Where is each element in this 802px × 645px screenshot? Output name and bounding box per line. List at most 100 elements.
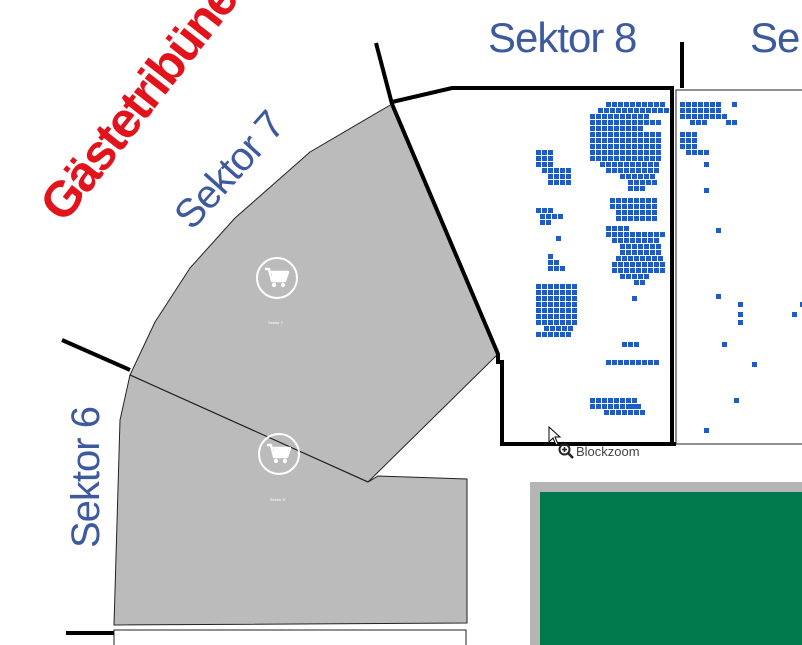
seat[interactable] (704, 114, 709, 119)
seat[interactable] (608, 404, 613, 409)
seat[interactable] (638, 174, 643, 179)
seat[interactable] (618, 238, 623, 243)
seat[interactable] (752, 362, 757, 367)
seat[interactable] (606, 226, 611, 231)
seat[interactable] (644, 174, 649, 179)
seat[interactable] (566, 302, 571, 307)
seat[interactable] (632, 150, 637, 155)
seat[interactable] (640, 198, 645, 203)
seat[interactable] (546, 214, 551, 219)
seat[interactable] (596, 398, 601, 403)
seat[interactable] (562, 326, 567, 331)
seat[interactable] (646, 108, 651, 113)
seat[interactable] (626, 138, 631, 143)
seat[interactable] (640, 204, 645, 209)
seat[interactable] (722, 114, 727, 119)
seat[interactable] (616, 410, 621, 415)
seat[interactable] (616, 216, 621, 221)
seat[interactable] (554, 290, 559, 295)
seat[interactable] (656, 156, 661, 161)
seat[interactable] (608, 156, 613, 161)
seat[interactable] (622, 204, 627, 209)
seat[interactable] (606, 232, 611, 237)
seat[interactable] (648, 168, 653, 173)
seat[interactable] (566, 174, 571, 179)
seat[interactable] (618, 168, 623, 173)
seat[interactable] (618, 262, 623, 267)
seat[interactable] (646, 210, 651, 215)
seat[interactable] (654, 268, 659, 273)
seat[interactable] (554, 260, 559, 265)
seat[interactable] (628, 410, 633, 415)
seat[interactable] (634, 280, 639, 285)
seat[interactable] (686, 132, 691, 137)
seat[interactable] (686, 150, 691, 155)
seat[interactable] (596, 114, 601, 119)
seat[interactable] (554, 320, 559, 325)
seat[interactable] (626, 156, 631, 161)
seat[interactable] (652, 198, 657, 203)
seat[interactable] (656, 150, 661, 155)
seat[interactable] (646, 204, 651, 209)
seat[interactable] (590, 120, 595, 125)
seat[interactable] (650, 120, 655, 125)
seat[interactable] (536, 208, 541, 213)
seat[interactable] (626, 398, 631, 403)
seat[interactable] (614, 398, 619, 403)
seat[interactable] (590, 132, 595, 137)
seat[interactable] (554, 168, 559, 173)
seat[interactable] (536, 302, 541, 307)
seat[interactable] (734, 398, 739, 403)
seat[interactable] (620, 114, 625, 119)
seat[interactable] (704, 188, 709, 193)
seat[interactable] (650, 132, 655, 137)
seat[interactable] (566, 296, 571, 301)
seat[interactable] (590, 114, 595, 119)
seat[interactable] (634, 216, 639, 221)
seat[interactable] (636, 262, 641, 267)
seat[interactable] (620, 132, 625, 137)
seat[interactable] (604, 108, 609, 113)
seat[interactable] (536, 290, 541, 295)
seat[interactable] (648, 162, 653, 167)
seat[interactable] (656, 132, 661, 137)
seat[interactable] (620, 126, 625, 131)
seat[interactable] (620, 144, 625, 149)
seat[interactable] (658, 108, 663, 113)
seat[interactable] (614, 156, 619, 161)
seat[interactable] (614, 150, 619, 155)
seat[interactable] (650, 150, 655, 155)
seat[interactable] (536, 162, 541, 167)
seat[interactable] (652, 180, 657, 185)
seat[interactable] (628, 216, 633, 221)
seat[interactable] (548, 260, 553, 265)
seat[interactable] (614, 144, 619, 149)
seat[interactable] (548, 174, 553, 179)
seat[interactable] (610, 108, 615, 113)
seat[interactable] (626, 274, 631, 279)
seat[interactable] (542, 302, 547, 307)
seat[interactable] (548, 284, 553, 289)
seat[interactable] (642, 238, 647, 243)
seat[interactable] (680, 138, 685, 143)
seat[interactable] (660, 232, 665, 237)
seat[interactable] (560, 296, 565, 301)
seat[interactable] (632, 120, 637, 125)
seat[interactable] (548, 254, 553, 259)
seat[interactable] (640, 256, 645, 261)
seat[interactable] (616, 204, 621, 209)
seat[interactable] (664, 108, 669, 113)
seat[interactable] (602, 398, 607, 403)
seat[interactable] (552, 214, 557, 219)
seat[interactable] (636, 102, 641, 107)
seat[interactable] (622, 108, 627, 113)
seat[interactable] (636, 162, 641, 167)
seat[interactable] (566, 168, 571, 173)
seats-sektor-9[interactable] (680, 102, 802, 433)
seat[interactable] (692, 132, 697, 137)
seat[interactable] (634, 210, 639, 215)
seat[interactable] (644, 138, 649, 143)
seat[interactable] (572, 290, 577, 295)
seat[interactable] (612, 226, 617, 231)
seat[interactable] (638, 244, 643, 249)
